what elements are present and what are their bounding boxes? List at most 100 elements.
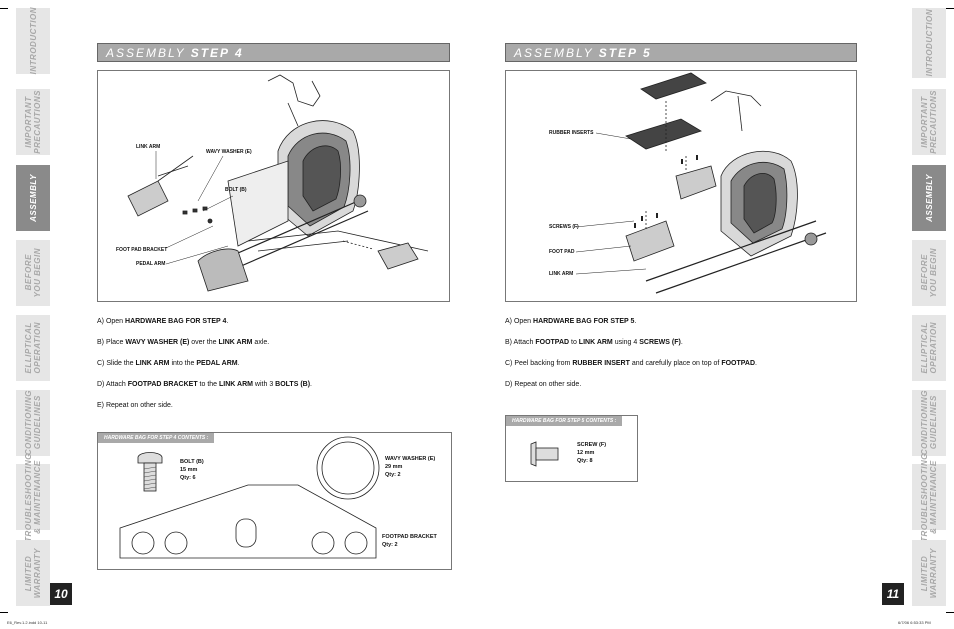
- text: C) Peel backing from: [505, 360, 573, 367]
- callout-wavy-washer: WAVY WASHER (E): [206, 149, 252, 155]
- text-bold: FOOTPAD BRACKET: [127, 381, 198, 388]
- tab-label: ASSEMBLY: [924, 174, 934, 222]
- hardware-drawings: [530, 441, 559, 467]
- text: A) Open: [505, 318, 534, 325]
- tab-important-precautions[interactable]: IMPORTANT PRECAUTIONS: [912, 89, 946, 155]
- text: D) Attach: [97, 381, 128, 388]
- tab-conditioning-guidelines[interactable]: CONDITIONING GUIDELINES: [16, 390, 50, 456]
- tab-limited-warranty[interactable]: LIMITED WARRANTY: [912, 540, 946, 606]
- tab-assembly[interactable]: ASSEMBLY: [912, 165, 946, 231]
- text-bold: RUBBER INSERT: [572, 360, 630, 367]
- step4-hardware-box: HARDWARE BAG FOR STEP 4 CONTENTS : BOLT …: [97, 432, 452, 570]
- header-step: STEP 4: [190, 46, 244, 60]
- instruction-d: D) Attach FOOTPAD BRACKET to the LINK AR…: [97, 381, 312, 388]
- instruction-c: C) Peel backing from RUBBER INSERT and c…: [505, 360, 757, 367]
- tab-before-you-begin[interactable]: BEFORE YOU BEGIN: [912, 240, 946, 306]
- text: to the: [197, 381, 220, 388]
- tab-before-you-begin[interactable]: BEFORE YOU BEGIN: [16, 240, 50, 306]
- text: .: [310, 381, 312, 388]
- tab-label: ASSEMBLY: [28, 174, 38, 222]
- tab-label: LIMITED WARRANTY: [24, 547, 42, 599]
- text-bold: PEDAL ARM: [196, 360, 238, 367]
- callout-pedal-arm: PEDAL ARM: [136, 261, 166, 267]
- tab-label: LIMITED WARRANTY: [920, 547, 938, 599]
- text-bold: HARDWARE BAG FOR STEP 5: [533, 318, 635, 325]
- step5-figure: RUBBER INSERTS SCREWS (F) FOOT PAD LINK …: [505, 70, 857, 302]
- tab-label: BEFORE YOU BEGIN: [24, 248, 42, 298]
- instruction-a: A) Open HARDWARE BAG FOR STEP 4.: [97, 318, 312, 325]
- callout-footpad-bracket: FOOT PAD BRACKET: [116, 247, 168, 253]
- tab-introduction[interactable]: INTRODUCTION: [16, 7, 50, 75]
- callout-link-arm: LINK ARM: [136, 144, 161, 150]
- tab-introduction[interactable]: INTRODUCTION: [912, 8, 946, 78]
- tab-elliptical-operation[interactable]: ELLIPTICAL OPERATION: [912, 315, 946, 381]
- elliptical-illustration: [127, 74, 429, 292]
- instruction-e: E) Repeat on other side.: [97, 402, 312, 409]
- text-bold: LINK ARM: [578, 339, 613, 346]
- crop-mark: [946, 612, 954, 613]
- text: .: [634, 318, 637, 325]
- tab-limited-warranty[interactable]: LIMITED WARRANTY: [16, 540, 50, 606]
- tab-label: BEFORE YOU BEGIN: [920, 248, 938, 298]
- step5-hardware-box: HARDWARE BAG FOR STEP 5 CONTENTS : SCREW…: [505, 415, 638, 482]
- hardware-label: HARDWARE BAG FOR STEP 5 CONTENTS :: [506, 416, 623, 426]
- instruction-b: B) Attach FOOTPAD to LINK ARM using 4 SC…: [505, 339, 757, 346]
- tab-label: IMPORTANT PRECAUTIONS: [24, 90, 42, 154]
- tab-label: INTRODUCTION: [28, 7, 38, 75]
- step5-instructions: A) Open HARDWARE BAG FOR STEP 5. B) Atta…: [505, 318, 757, 402]
- callout-rubber-inserts: RUBBER INSERTS: [549, 130, 594, 136]
- instruction-b: B) Place WAVY WASHER (E) over the LINK A…: [97, 339, 312, 346]
- hardware-bracket-text: FOOTPAD BRACKET Qty: 2: [382, 534, 437, 548]
- tab-label: TROUBLESHOOTING & MAINTENANCE: [24, 452, 42, 542]
- tab-troubleshooting[interactable]: TROUBLESHOOTING & MAINTENANCE: [912, 453, 946, 541]
- tab-troubleshooting[interactable]: TROUBLESHOOTING & MAINTENANCE: [16, 453, 50, 541]
- text: E) Repeat on other side.: [97, 402, 173, 409]
- step4-instructions: A) Open HARDWARE BAG FOR STEP 4. B) Plac…: [97, 318, 312, 423]
- hardware-screw-text: SCREW (F) 12 mm Qty: 8: [577, 442, 607, 464]
- step5-header: ASSEMBLY STEP 5: [505, 43, 857, 62]
- instruction-c: C) Slide the LINK ARM into the PEDAL ARM…: [97, 360, 312, 367]
- tab-conditioning-guidelines[interactable]: CONDITIONING GUIDELINES: [912, 390, 946, 456]
- hardware-label: HARDWARE BAG FOR STEP 4 CONTENTS :: [98, 433, 215, 443]
- crop-mark: [0, 612, 8, 613]
- text-bold: LINK ARM: [219, 381, 253, 388]
- tab-label: TROUBLESHOOTING & MAINTENANCE: [920, 452, 938, 542]
- text-bold: LINK ARM: [135, 360, 170, 367]
- footer-filename: E6_Rev.1.2.indd 10-11: [7, 620, 48, 625]
- callout-screws: SCREWS (F): [549, 224, 579, 230]
- tab-label: ELLIPTICAL OPERATION: [24, 322, 42, 374]
- callout-bolt: BOLT (B): [225, 187, 247, 193]
- instruction-a: A) Open HARDWARE BAG FOR STEP 5.: [505, 318, 757, 325]
- page-number-left: 10: [50, 583, 72, 605]
- text: A) Open: [97, 318, 126, 325]
- text: .: [755, 360, 757, 367]
- callout-link-arm: LINK ARM: [549, 271, 574, 277]
- crop-mark: [0, 8, 8, 9]
- text: into the: [169, 360, 197, 367]
- text-bold: LINK ARM: [218, 339, 253, 346]
- text: to: [569, 339, 579, 346]
- text: over the: [189, 339, 219, 346]
- text: .: [237, 360, 240, 367]
- tab-label: ELLIPTICAL OPERATION: [920, 322, 938, 374]
- text: C) Slide the: [97, 360, 136, 367]
- tab-elliptical-operation[interactable]: ELLIPTICAL OPERATION: [16, 315, 50, 381]
- tab-label: INTRODUCTION: [924, 9, 934, 77]
- text: D) Repeat on other side.: [505, 381, 582, 388]
- text-bold: FOOTPAD: [535, 339, 570, 346]
- step4-figure: LINK ARM WAVY WASHER (E) BOLT (B) FOOT P…: [97, 70, 450, 302]
- tab-label: CONDITIONING GUIDELINES: [24, 390, 42, 456]
- callout-foot-pad: FOOT PAD: [549, 249, 575, 255]
- text: B) Place: [97, 339, 126, 346]
- text: with 3: [252, 381, 276, 388]
- crop-mark: [946, 8, 954, 9]
- tab-assembly[interactable]: ASSEMBLY: [16, 165, 50, 231]
- tab-label: CONDITIONING GUIDELINES: [920, 390, 938, 456]
- tab-important-precautions[interactable]: IMPORTANT PRECAUTIONS: [16, 89, 50, 155]
- text-bold: SCREWS (F): [639, 339, 681, 346]
- text-bold: HARDWARE BAG FOR STEP 4: [125, 318, 227, 325]
- header-step: STEP 5: [598, 46, 652, 60]
- elliptical-illustration: [575, 72, 827, 294]
- text: B) Attach: [505, 339, 536, 346]
- text: .: [680, 339, 683, 346]
